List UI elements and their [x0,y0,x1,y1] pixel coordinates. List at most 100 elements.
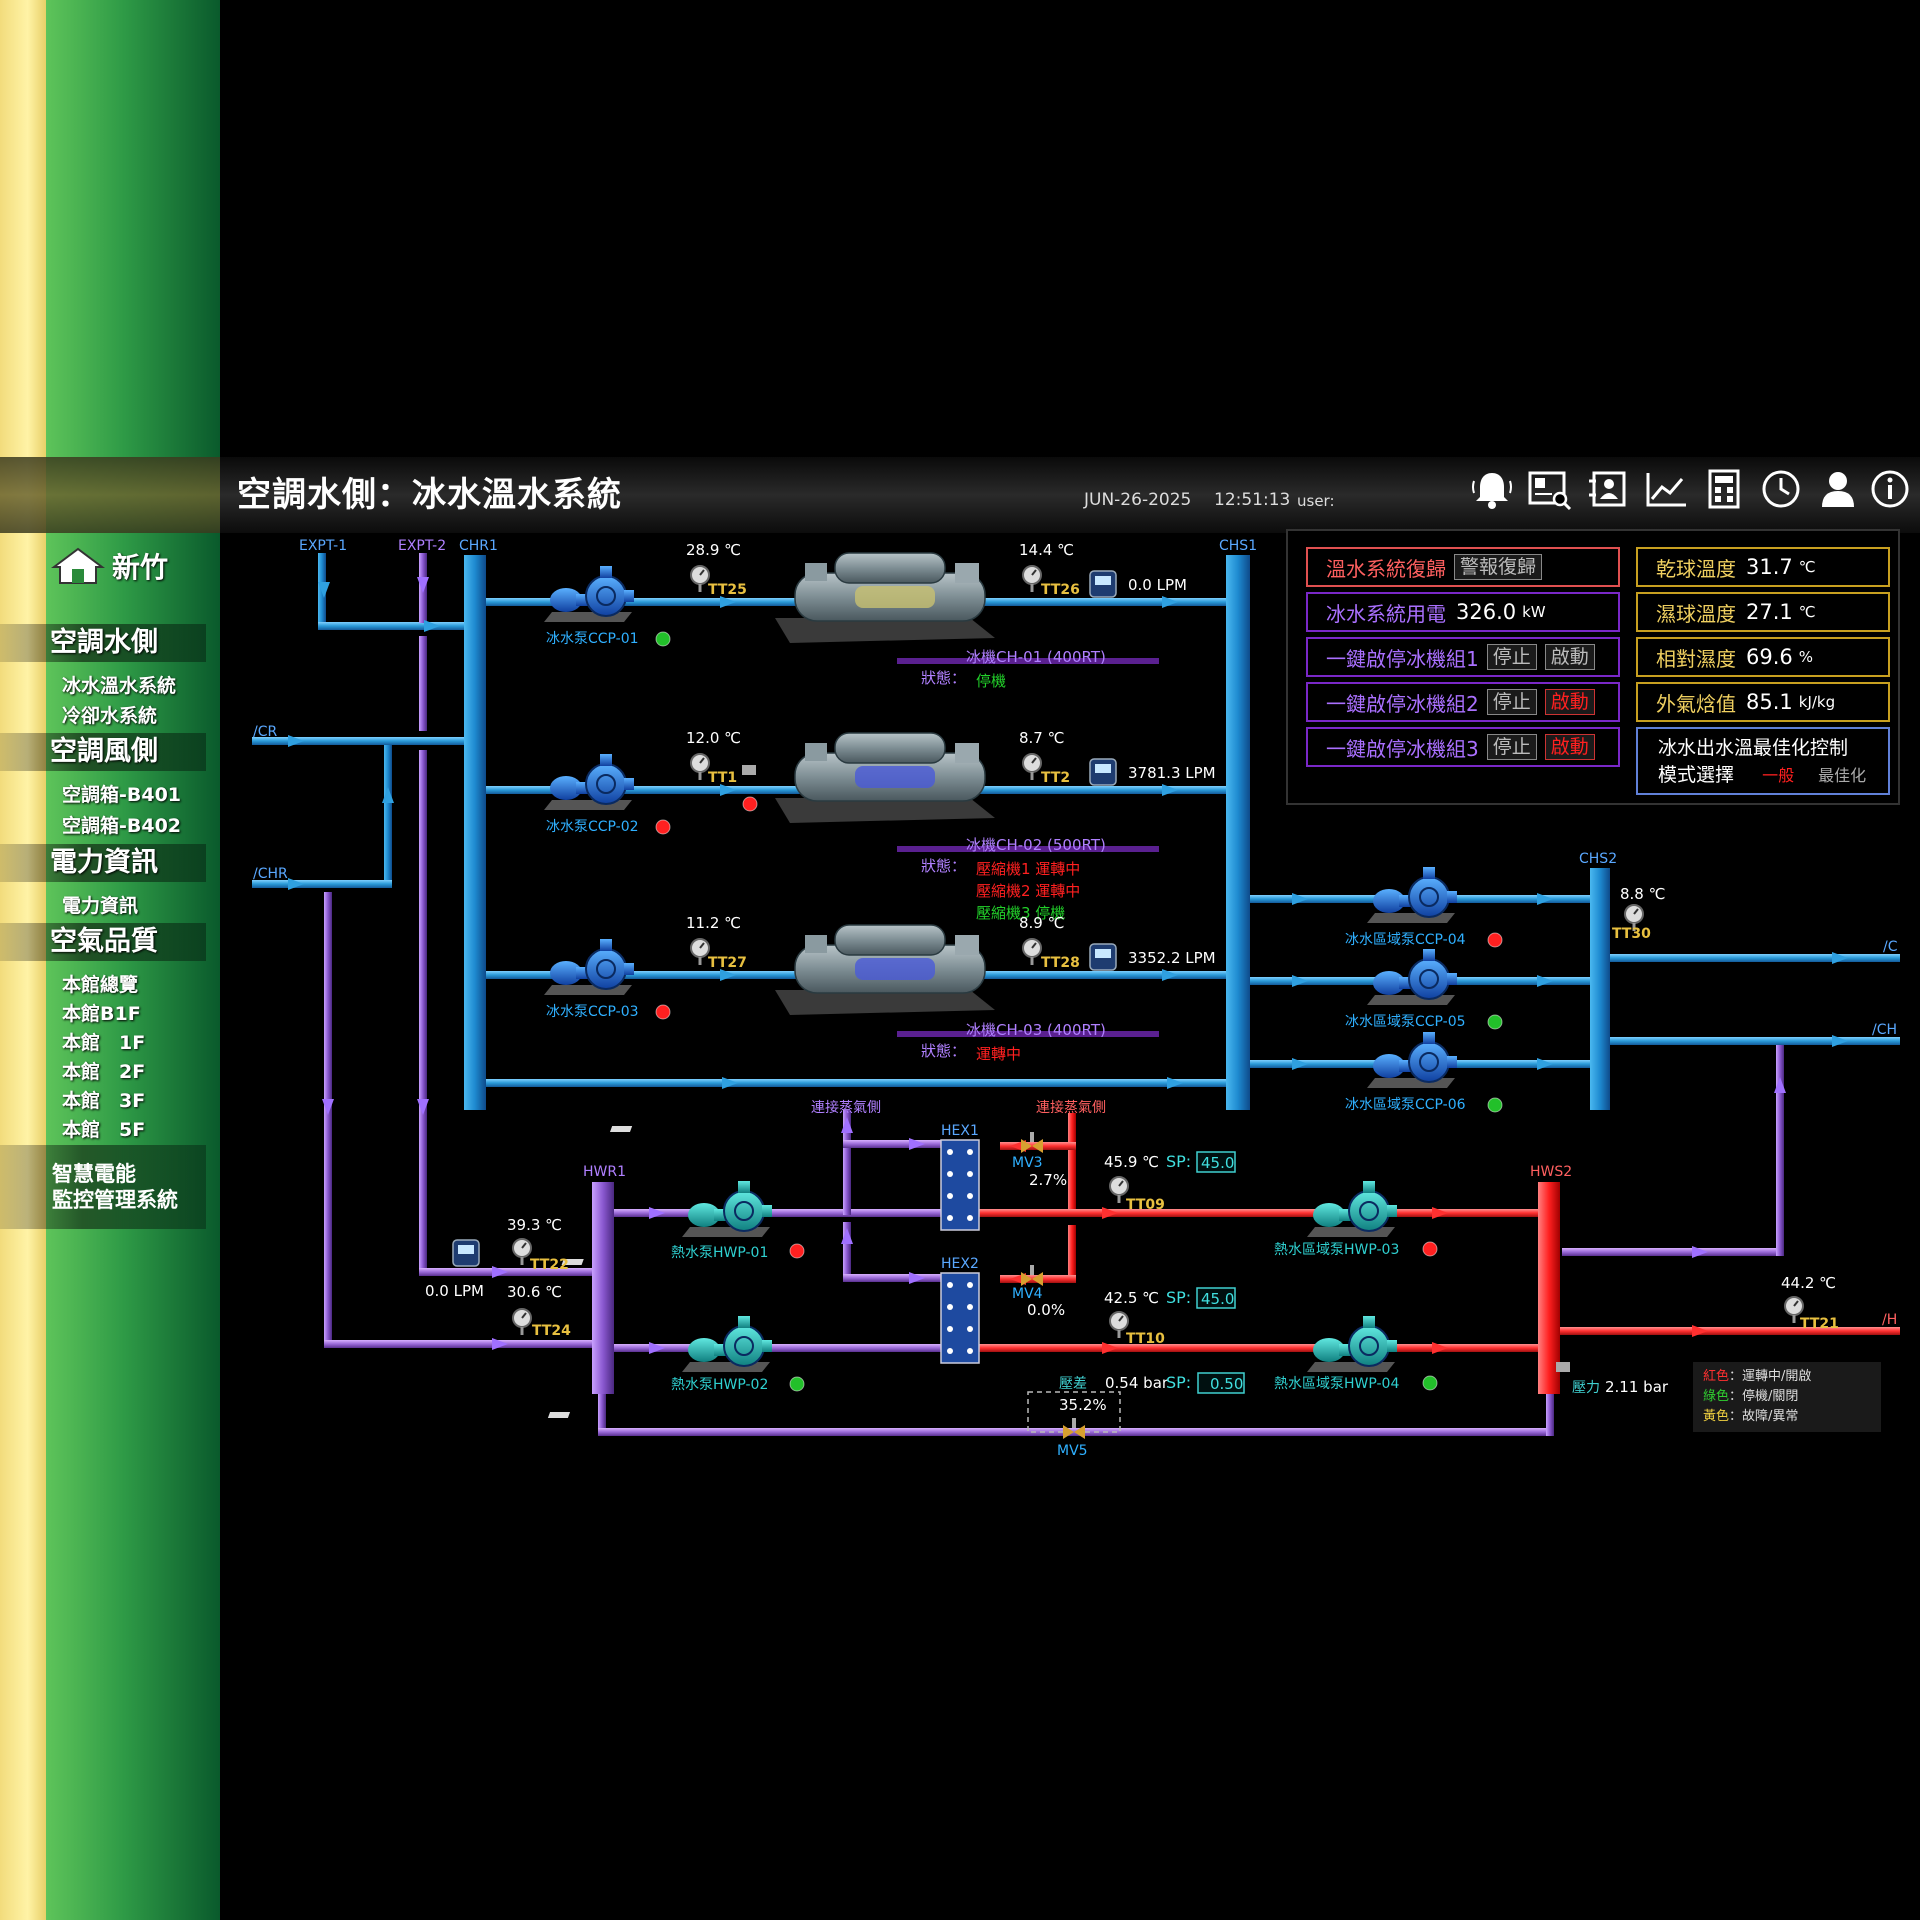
mode-optimized-option[interactable]: 最佳化 [1818,766,1867,785]
chs2-tag: TT30 [1612,926,1651,942]
nav-aq-5f[interactable]: 本館 5F [62,1119,146,1141]
chiller2-name: 冰機CH-02 (500RT) [966,836,1106,854]
hot-pump-hwp02[interactable] [682,1316,772,1372]
group2-stop-button[interactable]: 停止 [1486,689,1537,715]
hwp01-status [789,1243,805,1259]
chiller-ch03[interactable] [775,924,995,1015]
tt10-temp: 42.5 ℃ [1104,1289,1159,1307]
hot-zone-pump-hwp03[interactable] [1307,1181,1397,1237]
info-icon[interactable] [1866,467,1914,511]
section-air-side[interactable]: 空調風側 [0,733,206,771]
section-power[interactable]: 電力資訊 [0,844,206,882]
setpoint-2: 45.0 [1201,1290,1234,1308]
chiller-ch01[interactable] [775,552,995,643]
sp3-label: SP: [1166,1373,1191,1392]
section-air-quality[interactable]: 空氣品質 [0,923,206,961]
chilled-pump-ccp03[interactable] [544,939,634,995]
chiller3-in-temp: 11.2 ℃ [686,914,741,932]
flow-arrow [841,1228,853,1244]
group1-start-button[interactable]: 啟動 [1544,644,1595,670]
pump-ccp01-status [655,631,671,647]
zone-pump-ccp06-status [1487,1097,1503,1113]
mode-normal-option[interactable]: 一般 [1762,766,1795,785]
chilled-pump-ccp02[interactable] [544,754,634,810]
chiller2-state-label: 狀態： [921,857,966,875]
flow-meter-2 [1089,758,1117,786]
user-label: user: [1297,492,1335,510]
power-value: 326.0 [1456,600,1517,624]
report-search-icon[interactable] [1526,467,1574,511]
flow-arrow [1432,1342,1448,1354]
chilled-pump-ccp01[interactable] [544,566,634,622]
nav-aq-2f[interactable]: 本館 2F [62,1061,146,1083]
valve-mv5[interactable] [547,1412,1085,1439]
valve-mv4[interactable] [561,1259,1043,1286]
heat-exchanger-hex2[interactable] [940,1272,980,1364]
tt22-temp: 39.3 ℃ [507,1216,562,1234]
trend-chart-icon[interactable] [1642,467,1690,511]
power-unit: kW [1522,603,1546,621]
group1-stop-button[interactable]: 停止 [1486,644,1537,670]
setpoint-2-box[interactable] [1196,1287,1236,1309]
dry-label: 乾球溫度 [1656,556,1736,581]
mv3-label: MV3 [1012,1155,1043,1171]
valve-mv3[interactable] [609,1126,1043,1153]
group3-start-button[interactable]: 啟動 [1544,734,1595,760]
heat-exchanger-hex1[interactable] [940,1139,980,1231]
nav-cooling-water[interactable]: 冷卻水系統 [62,705,158,727]
chiller3-state-1: 運轉中 [976,1045,1021,1063]
rh-unit: % [1798,648,1814,666]
gauge-TT2 [1022,753,1042,780]
contacts-icon[interactable] [1584,467,1632,511]
hot-pump-hwp01[interactable] [682,1181,772,1237]
pressure-label: 壓力 [1572,1380,1600,1396]
hot-flow: 0.0 LPM [425,1282,484,1300]
nav-chilled-hot-water[interactable]: 冰水溫水系統 [62,675,177,697]
label-c: /C [1883,939,1898,955]
hot-zone-pump-hwp04[interactable] [1307,1316,1397,1372]
flow-arrow [1162,784,1178,796]
zone-pump-ccp06[interactable] [1367,1032,1457,1088]
mv5-label: MV5 [1057,1443,1088,1459]
rh-label: 相對濕度 [1656,646,1736,671]
nav-power-info[interactable]: 電力資訊 [62,895,139,917]
section-water-side[interactable]: 空調水側 [0,624,206,662]
zone-pump-ccp05-status [1487,1014,1503,1030]
flow-arrow [417,577,429,593]
section-smart-energy[interactable]: 智慧電能 監控管理系統 [0,1145,206,1229]
chiller1-in-temp: 28.9 ℃ [686,541,741,559]
chiller3-name: 冰機CH-03 (400RT) [966,1021,1106,1039]
calculator-icon[interactable] [1700,467,1748,511]
nav-ahu-b402[interactable]: 空調箱-B402 [62,815,182,837]
alarm-reset-button[interactable]: 警報復歸 [1454,554,1543,580]
chiller-ch02[interactable] [775,732,995,823]
clock-icon[interactable] [1757,467,1805,511]
dp-setpoint-box[interactable] [1197,1372,1245,1394]
group3-stop-button[interactable]: 停止 [1486,734,1537,760]
sp1-label: SP: [1166,1152,1191,1171]
chiller1-in-tag: TT25 [708,582,747,598]
user-icon[interactable] [1814,467,1862,511]
nav-aq-3f[interactable]: 本館 3F [62,1090,146,1112]
nav-aq-b1f[interactable]: 本館B1F [62,1003,141,1025]
zone-pump-ccp06-label: 冰水區域泵CCP-06 [1345,1097,1466,1113]
flow-arrow [720,596,736,608]
flow-arrow [649,1207,665,1219]
tt09-tag: TT09 [1126,1197,1165,1213]
alarm-bell-icon[interactable] [1468,467,1516,511]
nav-aq-overview[interactable]: 本館總覽 [62,974,139,996]
zone-pump-ccp05[interactable] [1367,949,1457,1005]
sidebar-header-band [0,457,220,533]
pressure-value: 2.11 bar [1605,1378,1669,1396]
zone-pump-ccp04[interactable] [1367,867,1457,923]
nav-aq-1f[interactable]: 本館 1F [62,1032,146,1054]
nav-ahu-b401[interactable]: 空調箱-B401 [62,784,182,806]
label-hex2: HEX2 [941,1256,979,1272]
home-link[interactable]: 新竹 [50,545,168,587]
setpoint-1-box[interactable] [1196,1151,1236,1173]
label-hex1: HEX1 [941,1123,979,1139]
flow-arrow [382,787,394,803]
group3-label: 一鍵啟停冰機組3 [1326,736,1479,761]
group2-start-button[interactable]: 啟動 [1544,689,1595,715]
flow-arrow [1432,1207,1448,1219]
